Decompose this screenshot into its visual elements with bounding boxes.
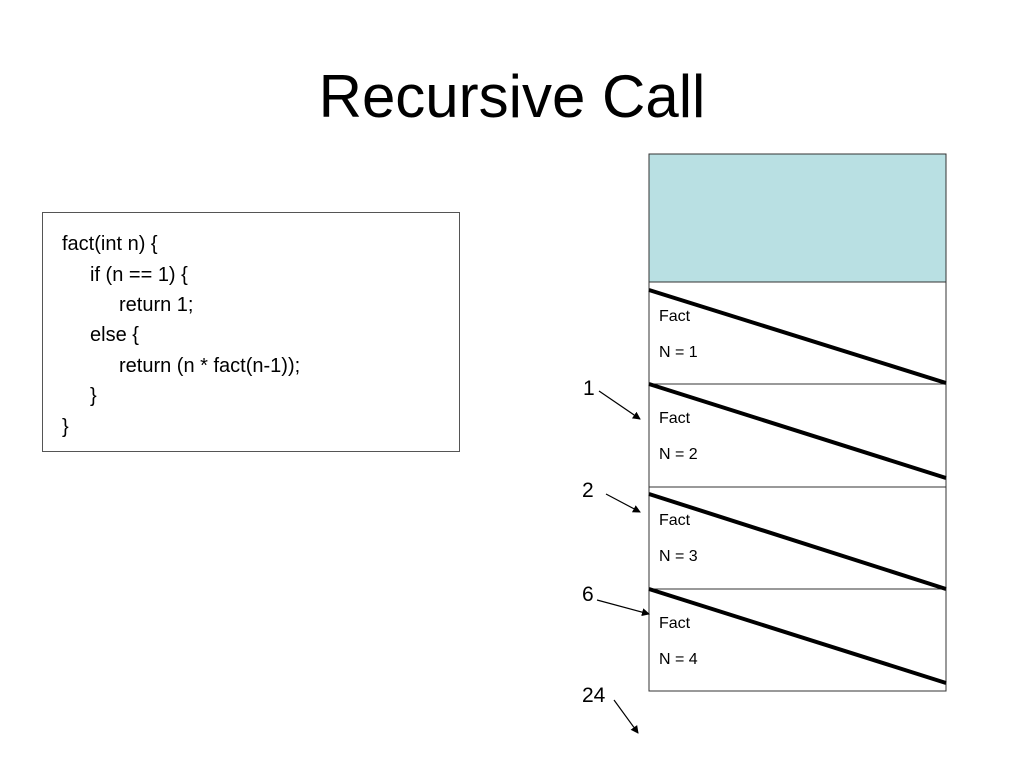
frame-3-param: N = 3 — [659, 548, 698, 565]
strike-line-frame-2 — [648, 382, 947, 480]
return-value-4: 24 — [582, 684, 606, 707]
code-line-7: } — [62, 416, 69, 438]
code-line-3: return 1; — [119, 294, 194, 316]
frame-4-name: Fact — [659, 615, 691, 632]
code-line-2: if (n == 1) { — [90, 264, 188, 286]
frame-2-param: N = 2 — [659, 446, 698, 463]
return-value-2: 2 — [582, 479, 594, 502]
strike-line-frame-3 — [648, 492, 947, 591]
code-line-4: else { — [90, 324, 139, 346]
frame-1-param: N = 1 — [659, 344, 698, 361]
return-value-3: 6 — [582, 583, 594, 606]
return-value-1: 1 — [583, 377, 595, 400]
return-arrow-2 — [605, 493, 641, 513]
code-line-6: } — [90, 385, 97, 407]
return-arrow-3 — [596, 599, 650, 617]
strike-line-frame-4 — [648, 587, 947, 685]
return-arrow-1 — [598, 390, 641, 420]
code-block: fact(int n) { if (n == 1) { return 1; el… — [42, 212, 460, 452]
frame-1-name: Fact — [659, 308, 691, 325]
strike-line-frame-1 — [648, 288, 947, 385]
stack-top-region — [648, 153, 947, 283]
slide-title: Recursive Call — [318, 63, 706, 130]
frame-4-param: N = 4 — [659, 651, 698, 668]
code-line-1: fact(int n) { — [62, 233, 158, 255]
frame-3-name: Fact — [659, 512, 691, 529]
return-arrow-4 — [613, 699, 639, 734]
code-line-5: return (n * fact(n-1)); — [119, 355, 301, 377]
frame-2-name: Fact — [659, 410, 691, 427]
